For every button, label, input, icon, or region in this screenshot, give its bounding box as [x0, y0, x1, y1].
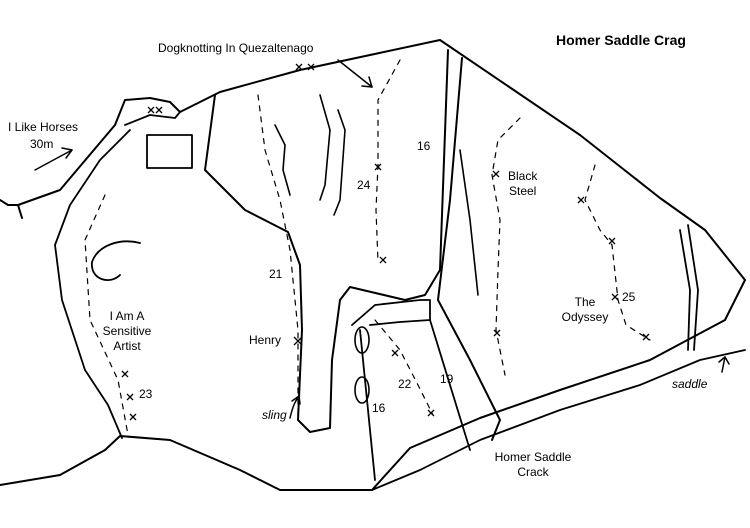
route-line-sensitive-artist: [84, 194, 129, 436]
bolt-markers: [121, 63, 650, 421]
left-buttress-top: [124, 111, 181, 126]
route-label-sensitive-artist: I Am A Sensitive Artist: [102, 309, 152, 353]
central-corner: [204, 49, 449, 433]
route-label-i-like-horses: I Like Horses: [8, 120, 79, 134]
grade-19: 19: [440, 372, 454, 386]
lower-block: [351, 299, 431, 326]
dogknotting-arrow: [337, 59, 373, 88]
route-line-odyssey: [584, 164, 651, 341]
right-edge-crack: [679, 229, 691, 351]
crag-title: Homer Saddle Crag: [556, 32, 686, 48]
grade-16-lower: 16: [372, 401, 386, 415]
route-label-dogknotting: Dogknotting In Quezaltenago: [158, 41, 314, 55]
route-label-henry: Henry: [249, 333, 282, 347]
left-buttress: [54, 129, 131, 439]
crag-outline: [0, 39, 746, 491]
note-sling: sling: [262, 408, 287, 422]
route-label-black-steel: Black Steel: [508, 169, 538, 198]
grade-16-upper: 16: [417, 139, 431, 153]
boulder-2: [354, 376, 370, 404]
grade-24: 24: [357, 178, 371, 192]
left-crack: [319, 94, 331, 201]
grade-23: 23: [139, 387, 153, 401]
right-flake-1: [459, 149, 479, 296]
crag-bottom-edge: [371, 349, 746, 491]
route-line-henry: [257, 94, 299, 416]
lower-corner-line: [359, 319, 471, 481]
right-edge-crack-2: [687, 224, 699, 351]
grade-21: 21: [269, 267, 283, 281]
saddle-arrow: [718, 356, 730, 373]
grade-22: 22: [398, 377, 412, 391]
crag-left-edge: [0, 199, 23, 219]
roof-block: [146, 134, 193, 169]
left-wall-crack: [274, 124, 291, 196]
scoop: [91, 240, 141, 281]
i-like-horses-arrow: [34, 147, 73, 171]
note-saddle: saddle: [672, 377, 708, 391]
right-corner: [437, 57, 501, 441]
route-length-i-like-horses: 30m: [30, 137, 54, 151]
route-line-22: [374, 319, 434, 416]
route-line-24: [375, 59, 401, 263]
sling-arrow: [289, 395, 301, 419]
grade-25: 25: [622, 290, 636, 304]
mid-crack: [333, 109, 346, 216]
boulder-1: [354, 326, 370, 354]
route-label-homer-saddle-crack: Homer Saddle Crack: [494, 450, 572, 479]
route-label-the-odyssey: The Odyssey: [561, 295, 609, 324]
route-line-black-steel: [491, 117, 521, 376]
